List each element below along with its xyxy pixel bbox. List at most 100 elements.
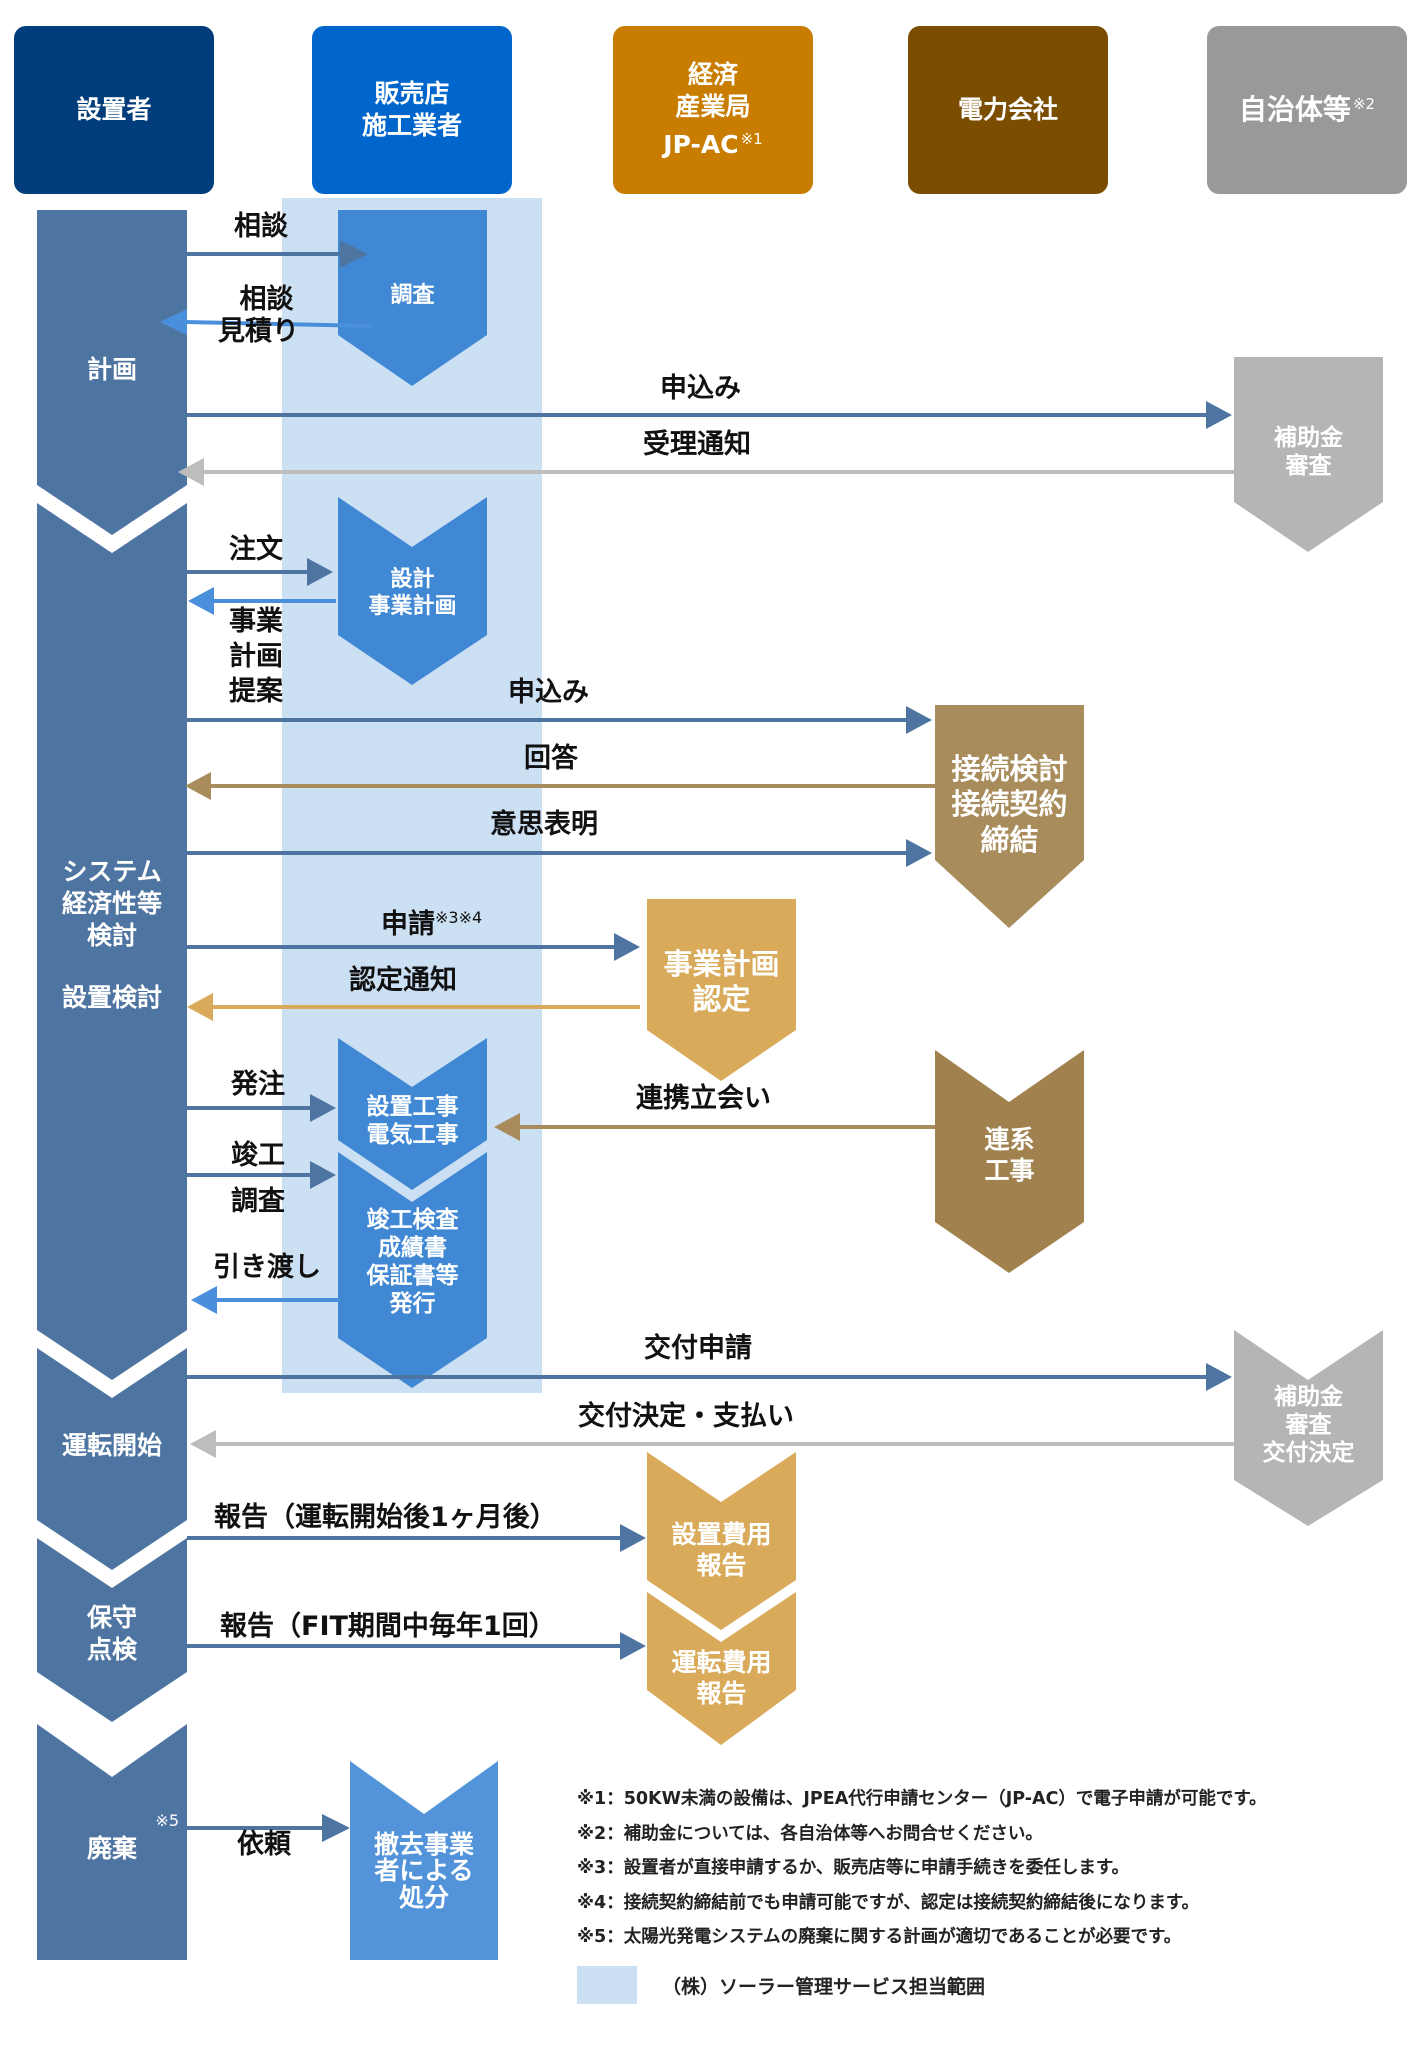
box-survey-text: 調査 xyxy=(390,283,435,308)
label-receipt-notice: 受理通知 xyxy=(643,429,751,460)
box-design-line1: 設計 xyxy=(390,567,435,592)
label-consult2-line2: 見積り xyxy=(218,316,299,348)
label-answer: 回答 xyxy=(524,743,578,774)
phase-system-line2: 経済性等 xyxy=(61,889,162,918)
phase-system-shape xyxy=(37,503,187,1380)
box-subsidy-decision-label: 補助金 審査 交付決定 xyxy=(1234,1383,1383,1467)
header-municipality-line: 自治体等※2 xyxy=(1239,92,1375,128)
phase-disposal-text: 廃棄 xyxy=(86,1834,137,1863)
legend-label: （株）ソーラー管理サービス担当範囲 xyxy=(662,1976,986,1998)
box-grid-connection-line3: 締結 xyxy=(980,822,1039,857)
arrow-receipt-notice xyxy=(178,458,1234,486)
phase-system-install-review: 設置検討 xyxy=(61,983,162,1012)
box-completion-line2: 成績書 xyxy=(378,1235,447,1262)
label-completion: 竣工 調査 xyxy=(231,1133,285,1225)
phase-operation-label: 運転開始 xyxy=(37,1430,187,1462)
phase-plan-label: 計画 xyxy=(37,354,187,386)
header-installer: 設置者 xyxy=(14,26,214,194)
phase-system-spacer xyxy=(37,952,187,982)
box-grid-work-line2: 工事 xyxy=(984,1155,1035,1185)
phase-maintenance-line2: 点検 xyxy=(86,1635,137,1664)
box-subsidy-review-line2: 審査 xyxy=(1285,453,1332,480)
box-completion-line1: 竣工検査 xyxy=(366,1207,459,1233)
arrow-answer xyxy=(185,772,935,800)
label-completion-line2: 調査 xyxy=(231,1185,285,1217)
arrow-order xyxy=(187,558,333,586)
label-consult-estimate: 相談 見積り xyxy=(218,284,299,349)
box-operation-cost-line2: 報告 xyxy=(696,1678,747,1708)
legend-swatch xyxy=(577,1966,637,2004)
service-scope-band xyxy=(282,198,542,1393)
phase-plan-text: 計画 xyxy=(86,355,137,384)
header-power-company: 電力会社 xyxy=(908,26,1108,194)
arrow-subsidy-apply xyxy=(187,401,1232,429)
phase-operation-shape xyxy=(37,1348,187,1570)
box-subsidy-review-line1: 補助金 xyxy=(1274,425,1343,451)
header-meti-line1: 経済 xyxy=(687,60,738,89)
box-completion-shape xyxy=(338,1152,487,1388)
box-construction-line1: 設置工事 xyxy=(366,1094,459,1120)
header-municipality-label: 自治体等 xyxy=(1238,93,1351,127)
arrow-intention xyxy=(187,839,932,867)
label-intention: 意思表明 xyxy=(490,809,598,840)
header-installer-label: 設置者 xyxy=(76,95,152,124)
box-grid-work-shape xyxy=(935,1050,1084,1273)
arrow-place-order xyxy=(187,1094,336,1122)
arrow-grant-application xyxy=(187,1363,1232,1391)
box-completion-line4: 発行 xyxy=(389,1291,436,1318)
arrow-consult-estimate xyxy=(160,309,373,335)
arrow-report-1 xyxy=(187,1524,646,1552)
phase-disposal-wrap: 廃棄 ※5 xyxy=(86,1811,179,1865)
label-consult2-line1: 相談 xyxy=(239,284,294,315)
label-grant-decision: 交付決定・支払い xyxy=(578,1401,794,1432)
box-subsidy-review-label: 補助金 審査 xyxy=(1234,424,1383,480)
label-plan-proposal-line3: 提案 xyxy=(229,676,283,708)
box-business-plan-approval-line2: 認定 xyxy=(692,982,751,1017)
phase-operation-text: 運転開始 xyxy=(61,1431,162,1460)
footnote-5: ※5：太陽光発電システムの廃棄に関する計画が適切であることが必要です。 xyxy=(577,1927,1182,1947)
box-survey-label: 調査 xyxy=(338,283,487,310)
footnotes: ※1：50KW未満の設備は、JPEA代行申請センター（JP-AC）で電子申請が可… xyxy=(577,1782,1267,1955)
label-joint-witness: 連携立会い xyxy=(636,1083,771,1114)
box-design-label: 設計 事業計画 xyxy=(338,567,487,621)
label-subsidy-apply: 申込み xyxy=(660,373,741,404)
box-construction-line2: 電気工事 xyxy=(366,1122,459,1149)
phase-disposal-label: 廃棄 ※5 xyxy=(37,1811,187,1865)
box-business-plan-approval-line1: 事業計画 xyxy=(663,947,780,981)
label-report-2: 報告（FIT期間中毎年1回） xyxy=(220,1611,556,1642)
label-handover: 引き渡し xyxy=(213,1252,321,1283)
box-subsidy-review-shape xyxy=(1234,357,1383,552)
box-disposal-label: 撤去事業 者による 処分 xyxy=(350,1831,498,1912)
phase-system-line1: システム xyxy=(62,857,162,886)
box-install-cost-line2: 報告 xyxy=(696,1550,747,1580)
arrow-consult xyxy=(187,240,368,268)
arrow-grant-decision xyxy=(190,1430,1234,1458)
box-disposal-line3: 処分 xyxy=(398,1882,449,1912)
box-grid-connection-shape xyxy=(935,705,1084,928)
label-approval-notice: 認定通知 xyxy=(349,965,457,996)
arrow-handover xyxy=(191,1286,340,1314)
footnote-3: ※3：設置者が直接申請するか、販売店等に申請手続きを委任します。 xyxy=(577,1858,1130,1878)
label-application-text: 申請 xyxy=(381,909,435,940)
arrow-application xyxy=(187,933,640,961)
arrow-plan-proposal xyxy=(188,587,336,615)
box-grid-connection-line1: 接続検討 xyxy=(951,752,1068,786)
header-meti: 経済 産業局 JP-AC※1 xyxy=(613,26,813,194)
box-grid-connection-line2: 接続契約 xyxy=(951,787,1068,822)
box-completion-label: 竣工検査 成績書 保証書等 発行 xyxy=(338,1206,487,1318)
box-completion-line3: 保証書等 xyxy=(366,1263,459,1290)
header-municipality-note: ※2 xyxy=(1352,94,1376,113)
label-order: 注文 xyxy=(229,534,283,565)
header-dealer-line2: 施工業者 xyxy=(361,111,462,140)
label-grid-apply: 申込み xyxy=(508,677,589,708)
box-grid-connection-label: 接続検討 接続契約 締結 xyxy=(935,752,1084,858)
label-application: 申請※3※4 xyxy=(381,908,482,941)
label-completion-line1: 竣工 xyxy=(231,1140,285,1171)
label-report-1: 報告（運転開始後1ヶ月後） xyxy=(214,1502,557,1533)
box-business-plan-approval-label: 事業計画 認定 xyxy=(647,947,796,1018)
header-dealer: 販売店 施工業者 xyxy=(312,26,512,194)
box-operation-cost-report-shape xyxy=(647,1592,796,1745)
box-grid-work-label: 連系 工事 xyxy=(935,1125,1084,1186)
label-consult: 相談 xyxy=(234,211,288,242)
box-subsidy-decision-line3: 交付決定 xyxy=(1262,1440,1355,1467)
